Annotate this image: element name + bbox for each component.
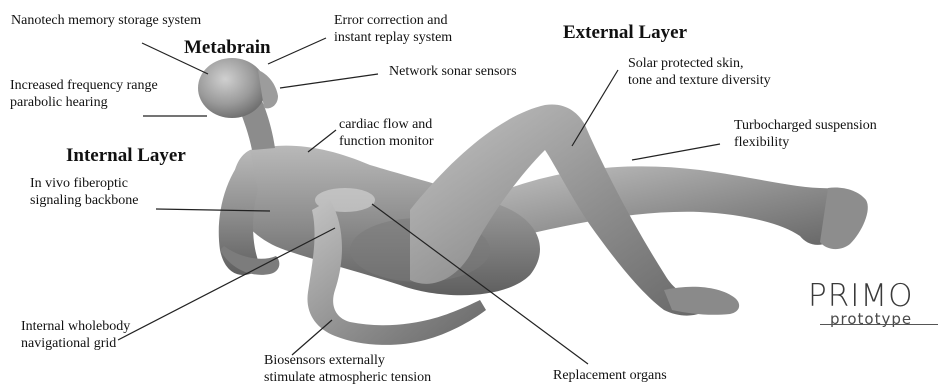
- leader-error-correction: [268, 38, 326, 64]
- brand-underline: [820, 324, 938, 325]
- label-wholebody-grid: Internal wholebody navigational grid: [21, 318, 130, 352]
- leader-suspension: [632, 144, 720, 160]
- leader-network-sonar: [280, 74, 378, 88]
- brand-name: PRIMO: [808, 278, 914, 314]
- head: [198, 58, 278, 150]
- label-replacement-organs: Replacement organs: [553, 367, 667, 384]
- label-network-sonar: Network sonar sensors: [389, 63, 517, 80]
- leader-cardiac: [308, 130, 336, 152]
- heading-internal-layer: Internal Layer: [66, 145, 186, 167]
- brand-tagline: prototype: [830, 310, 914, 328]
- label-error-correction: Error correction and instant replay syst…: [334, 12, 452, 46]
- label-fiberoptic: In vivo fiberoptic signaling backbone: [30, 175, 138, 209]
- leader-biosensors: [292, 320, 332, 355]
- label-biosensors: Biosensors externally stimulate atmosphe…: [264, 352, 431, 386]
- label-solar-skin: Solar protected skin, tone and texture d…: [628, 55, 771, 89]
- heading-metabrain: Metabrain: [184, 37, 271, 59]
- label-suspension: Turbocharged suspension flexibility: [734, 117, 877, 151]
- primo-logo: PRIMO prototype: [808, 278, 914, 328]
- label-cardiac-flow: cardiac flow and function monitor: [339, 116, 434, 150]
- heading-external-layer: External Layer: [563, 22, 687, 44]
- label-nanotech-memory: Nanotech memory storage system: [11, 12, 201, 29]
- label-parabolic-hearing: Increased frequency range parabolic hear…: [10, 77, 158, 111]
- leader-solar-skin: [572, 70, 618, 146]
